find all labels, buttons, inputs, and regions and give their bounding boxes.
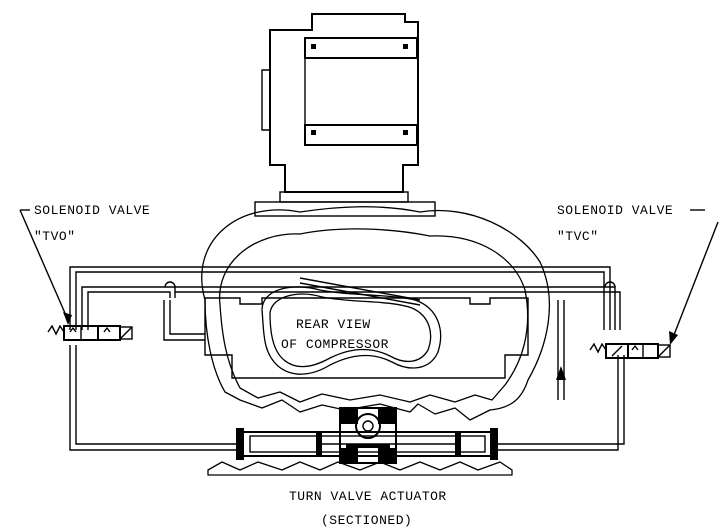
text-labels: SOLENOID VALVE "TVO" SOLENOID VALVE "TVC…	[34, 203, 673, 528]
solenoid-valve-tvc	[589, 342, 671, 359]
actuator-label-line2: (SECTIONED)	[321, 513, 412, 528]
center-label-line2: OF COMPRESSOR	[281, 337, 389, 352]
solenoid-left-label: SOLENOID VALVE	[34, 203, 150, 218]
motor-housing	[254, 13, 436, 217]
solenoid-right-tag: "TVC"	[557, 229, 599, 244]
solenoid-valve-tvo	[47, 324, 133, 341]
solenoid-right-label: SOLENOID VALVE	[557, 203, 673, 218]
center-label-line1: REAR VIEW	[296, 317, 371, 332]
solenoid-left-tag: "TVO"	[34, 229, 76, 244]
leader-lines	[19, 209, 719, 345]
actuator-label-line1: TURN VALVE ACTUATOR	[289, 489, 447, 504]
piping	[69, 266, 625, 451]
turn-valve-actuator	[207, 407, 513, 476]
compressor-body	[201, 206, 550, 421]
